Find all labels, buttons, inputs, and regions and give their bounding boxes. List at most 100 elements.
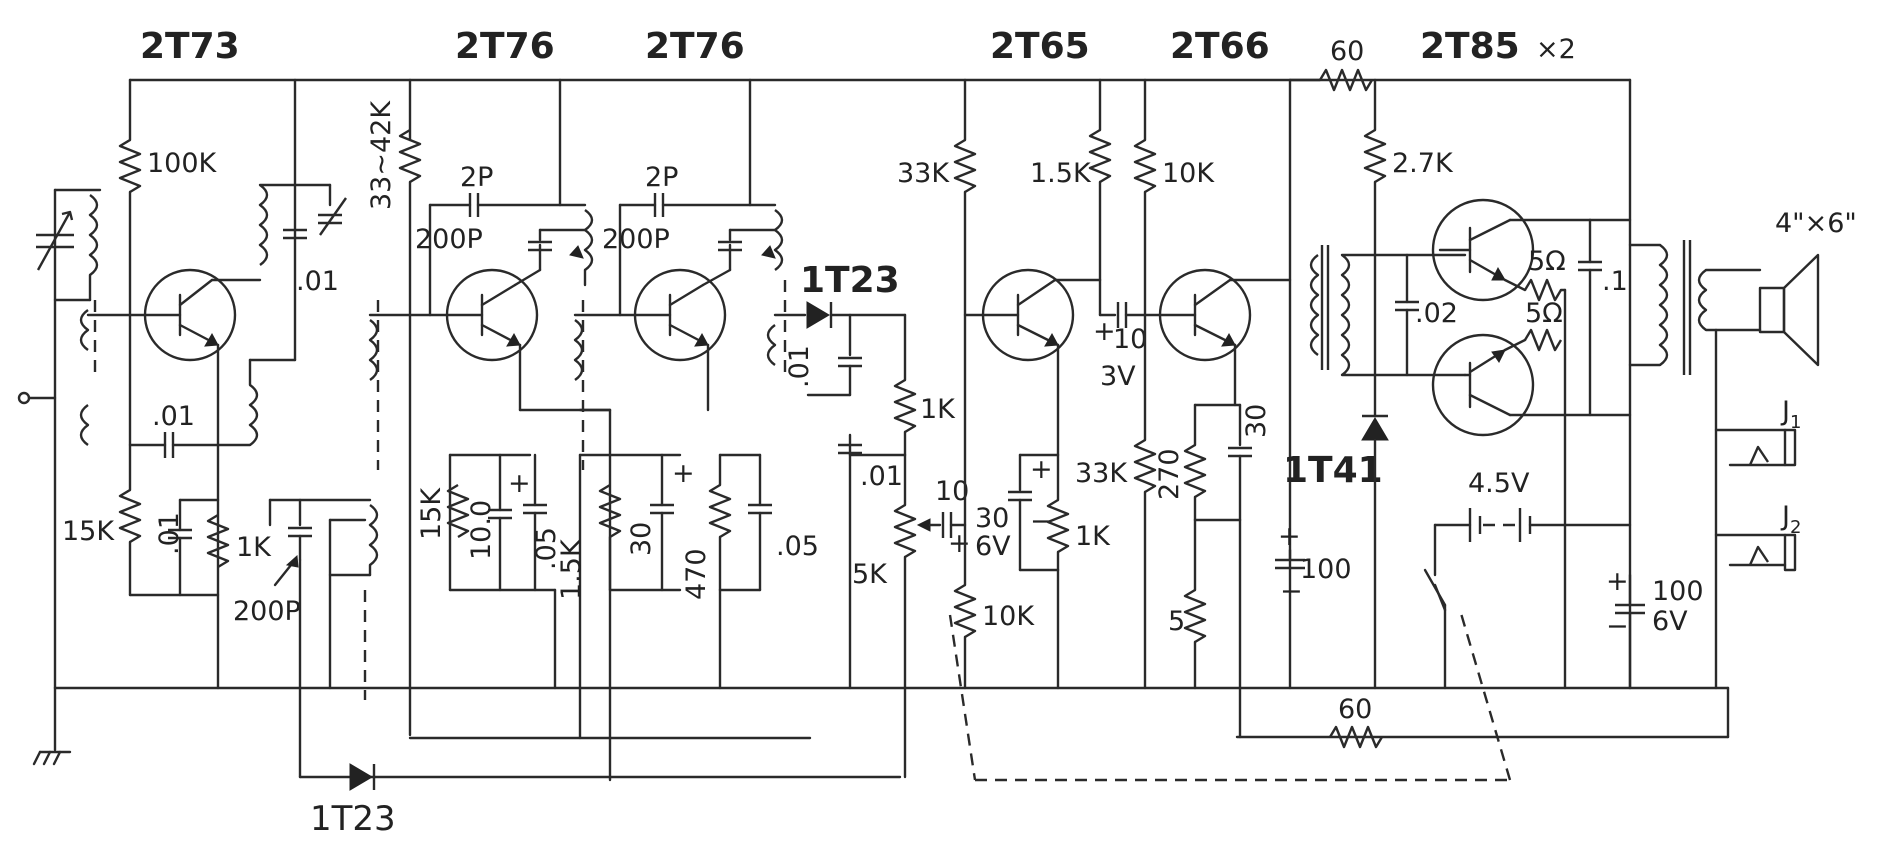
- resistor-33k-a: [953, 138, 977, 194]
- resistor-label-2-7k: 2.7K: [1392, 148, 1454, 179]
- jack-label-j1: J1: [1780, 396, 1801, 433]
- resistor-1k-a: [206, 513, 230, 569]
- if-transformer-2: [583, 209, 594, 271]
- polarity-plus: +: [1606, 566, 1629, 597]
- jack-j2: [1783, 533, 1797, 572]
- polarity-minus: −: [1030, 506, 1053, 537]
- resistor-label-10k-b: 10K: [1162, 158, 1215, 189]
- battery-label: 4.5V: [1468, 468, 1530, 499]
- driver-transformer-secondary: [1340, 254, 1351, 376]
- transistor-label-2t76-b: 2T76: [645, 26, 745, 67]
- transistor-label-2t85: 2T85: [1420, 26, 1520, 67]
- capacitor-label-100-6v-volt: 6V: [1652, 606, 1688, 637]
- diode-label-1t41: 1T41: [1283, 450, 1383, 491]
- stage-if-amp-1: 2T76 33~42K 2P 200P: [366, 26, 612, 782]
- jack-label-j2: J2: [1780, 501, 1801, 538]
- antenna-coil: [88, 194, 99, 276]
- resistor-label-15k-a: 15K: [62, 516, 115, 547]
- capacitor-label-01-b: .01: [152, 401, 195, 432]
- resistor-label-5k: 5K: [852, 559, 888, 590]
- diode-label-1t23-bottom: 1T23: [310, 799, 396, 839]
- diode-1t23-bottom: [349, 763, 373, 791]
- capacitor-label-30: 30: [626, 522, 657, 556]
- resistor-label-1k-a: 1K: [236, 532, 272, 563]
- capacitor-label-05-b: .05: [776, 531, 819, 562]
- transistor-label-2t66: 2T66: [1170, 26, 1270, 67]
- resistor-1-5k-b: [1088, 128, 1112, 184]
- capacitor-label-30-6v-volt: 6V: [975, 531, 1011, 562]
- resistor-33-42k: [398, 128, 422, 184]
- polarity-plus: +: [948, 528, 971, 559]
- capacitor-label-01-d: .01: [784, 345, 815, 388]
- detector-volume: 1T23 .01 1K .01 5K 10 +: [766, 260, 1512, 782]
- resistor-1k-c: [1046, 498, 1070, 554]
- resistor-label-5ohm-b: 5Ω: [1525, 298, 1563, 329]
- coupling-coil: [79, 309, 90, 351]
- capacitor-label-01-a: .01: [296, 266, 339, 297]
- polarity-plus: +: [1278, 521, 1301, 552]
- detector-coil: [766, 324, 777, 366]
- polarity-plus: +: [508, 468, 531, 499]
- capacitor-label-01-e: .01: [860, 461, 903, 492]
- oscillator-coil: [258, 184, 269, 266]
- resistor-label-1k-c: 1K: [1075, 521, 1111, 552]
- polarity-plus: +: [672, 458, 695, 489]
- antenna-input: [17, 391, 57, 405]
- capacitor-label-05-a: .05: [531, 527, 562, 570]
- rails: [53, 78, 1730, 779]
- capacitor-label-02: .02: [1415, 298, 1458, 329]
- jack-j1-contact: [1748, 445, 1769, 466]
- resistor-15k-b: [446, 483, 470, 539]
- resistor-10k-b: [1133, 138, 1157, 194]
- resistor-label-33-42k: 33~42K: [366, 100, 397, 210]
- jack-j2-contact: [1748, 545, 1769, 566]
- output-transformer-primary: [1658, 244, 1669, 366]
- resistor-label-5: 5: [1168, 606, 1185, 637]
- resistor-label-60-bottom: 60: [1338, 694, 1372, 725]
- stage-audio-driver-1: 2T65 33K 10K 1.5K + 10 3V +: [897, 26, 1162, 690]
- resistor-label-15k-b: 15K: [416, 487, 447, 540]
- potentiometer-5k: [893, 503, 917, 559]
- transistor-multiplier: ×2: [1536, 34, 1576, 65]
- if2-input-coil: [573, 319, 584, 381]
- stage-audio-driver-2: 2T66 10K 33K 270 30 5 60: [1075, 26, 1384, 749]
- resistor-1-5k-a: [598, 483, 622, 539]
- polarity-minus: −: [1280, 576, 1303, 607]
- resistor-label-33k-a: 33K: [897, 158, 950, 189]
- capacitor-label-200p-a: 200P: [233, 596, 301, 627]
- resistor-33k-b: [1133, 438, 1157, 494]
- transistor-2t85-lower: [1431, 333, 1535, 437]
- resistor-60-top: [1318, 68, 1374, 92]
- capacitor-label-1: .1: [1602, 266, 1628, 297]
- stage-oscillator-mixer: 2T73 100K .01: [36, 26, 396, 839]
- resistor-2-7k: [1363, 128, 1387, 184]
- polarity-minus: −: [1606, 611, 1629, 642]
- resistor-label-100k: 100K: [147, 148, 218, 179]
- jack-j1: [1783, 428, 1797, 467]
- resistor-5ohm-b: [1523, 328, 1563, 352]
- if-transformer-1: [368, 504, 379, 566]
- resistor-label-60-top: 60: [1330, 36, 1364, 67]
- capacitor-label-2p-b: 2P: [645, 162, 678, 193]
- resistor-100k: [118, 138, 142, 194]
- capacitor-label-10-a: 10: [935, 476, 969, 507]
- resistor-5: [1183, 588, 1207, 644]
- diode-label-1t23-top: 1T23: [800, 260, 900, 301]
- resistor-label-1-5k-b: 1.5K: [1030, 158, 1092, 189]
- capacitor-label-100-a: 100: [1300, 554, 1352, 585]
- if-transformer-3: [773, 209, 784, 271]
- capacitor-label-01-c: .01: [154, 512, 185, 555]
- capacitor-label-200p-c: 200P: [602, 224, 670, 255]
- resistor-270: [1183, 443, 1207, 499]
- speaker-label: 4"×6": [1775, 208, 1857, 239]
- driver-transformer-primary: [1309, 254, 1320, 356]
- capacitor-label-200p-b: 200P: [415, 224, 483, 255]
- capacitor-label-30-6v: 30: [975, 503, 1009, 534]
- stage-push-pull-output: 2T85 ×2 2.7K .02 5Ω: [1309, 26, 1857, 739]
- resistor-label-470: 470: [681, 548, 712, 600]
- speaker-icon: [1782, 253, 1820, 367]
- transistor-label-2t76-a: 2T76: [455, 26, 555, 67]
- polarity-plus: +: [1030, 454, 1053, 485]
